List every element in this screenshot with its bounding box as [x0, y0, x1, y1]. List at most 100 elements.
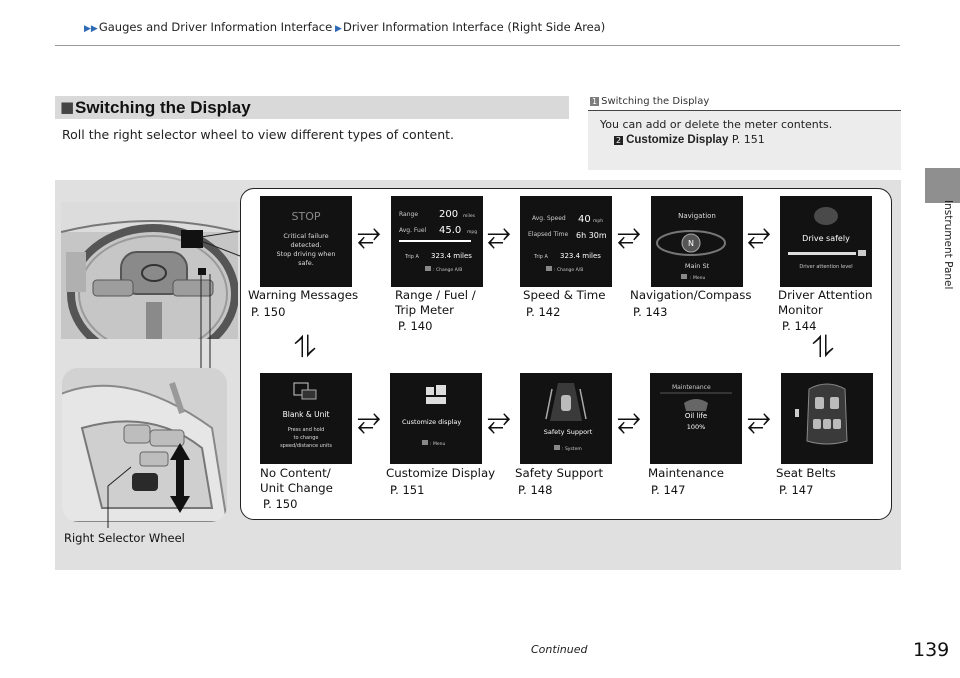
screen-title: Customize display [402, 418, 461, 426]
screen-value: 323.4 miles [431, 252, 472, 260]
screen-text: Main St [685, 262, 710, 270]
screen-value: 200 [439, 209, 458, 220]
screen-title: STOP [292, 210, 321, 223]
screen-unit: mpg [467, 230, 477, 235]
navigation-compass-screen: Navigation N Main St : Menu [651, 196, 743, 287]
screen-label: Seat Belts [776, 466, 836, 480]
screen-text: : System [562, 446, 582, 452]
driver-attention-screen: Drive safely Driver attention level [780, 196, 872, 287]
screen-value: 323.4 miles [560, 252, 601, 260]
range-fuel-screen: Range 200 miles Avg. Fuel 45.0 mpg Trip … [391, 196, 483, 287]
vertical-swap-arrow-icon: ⥮ [294, 330, 316, 365]
page-reference[interactable]: P. 147 [779, 483, 814, 497]
steering-wheel-drawing [61, 202, 238, 339]
page-reference[interactable]: P. 148 [518, 483, 553, 497]
screen-title: Maintenance [672, 384, 711, 391]
swap-arrow-icon: ⥂ [487, 217, 511, 252]
screen-label: Safety Support [515, 466, 604, 480]
chapter-tab [925, 168, 960, 203]
screen-label: Unit Change [260, 481, 333, 495]
page-reference[interactable]: P. 151 [390, 483, 425, 497]
screen-text: to change [293, 435, 318, 441]
selector-wheel-closeup [62, 368, 227, 522]
page-reference[interactable]: P. 142 [526, 305, 561, 319]
screen-text: Trip A [533, 254, 549, 260]
screen-label: Speed & Time [523, 288, 606, 302]
note-link-page: P. 151 [731, 133, 765, 146]
screen-label: Range / Fuel / [395, 288, 476, 302]
screen-label: Navigation/Compass [630, 288, 752, 302]
square-bullet-icon: ■ [60, 98, 75, 116]
screen-label: Monitor [778, 303, 823, 317]
page-reference[interactable]: P. 143 [633, 305, 668, 319]
steering-wheel-illustration [61, 202, 238, 339]
screen-label: Driver Attention [778, 288, 873, 302]
screen-title: Safety Support [544, 428, 593, 436]
swap-arrow-icon: ⥂ [617, 217, 641, 252]
breadcrumb-item[interactable]: Gauges and Driver Information Interface [98, 20, 333, 34]
screen-text: : Change A/B [433, 267, 462, 273]
screen-text: Driver attention level [799, 264, 852, 270]
page-reference[interactable]: P. 150 [263, 497, 298, 511]
screen-text: Oil life [685, 412, 707, 420]
screen-unit: miles [463, 213, 476, 219]
swap-arrow-icon: ⥂ [747, 217, 771, 252]
screen-text: : Menu [430, 441, 445, 447]
screen-label: Maintenance [648, 466, 724, 480]
header-divider [55, 45, 900, 46]
section-heading: ■ Switching the Display [55, 96, 569, 119]
screen-unit: mph [593, 218, 603, 224]
screen-text: Stop driving when [277, 250, 336, 258]
screen-text: Avg. Speed [532, 215, 566, 222]
page-reference[interactable]: P. 144 [782, 319, 817, 333]
breadcrumb: ▶▶Gauges and Driver Information Interfac… [84, 20, 605, 34]
screen-text: Avg. Fuel [399, 227, 427, 234]
page-reference[interactable]: P. 140 [398, 319, 433, 333]
continued-label: Continued [531, 643, 588, 656]
right-selector-wheel-label: Right Selector Wheel [64, 531, 185, 545]
screen-label: Trip Meter [395, 303, 455, 317]
chapter-label: Instrument Panel [942, 200, 954, 290]
compass-letter: N [688, 239, 694, 248]
screen-value: 40 [578, 214, 591, 225]
swap-arrow-icon: ⥂ [357, 217, 381, 252]
screen-value: 6h 30m [576, 231, 607, 240]
steering-spoke-drawing [62, 368, 227, 522]
triangle-icon: ▶▶ [84, 24, 98, 34]
page-reference[interactable]: P. 147 [651, 483, 686, 497]
screen-value: 100% [687, 423, 706, 431]
screen-text: Press and hold [288, 427, 325, 433]
screen-title: Drive safely [802, 234, 850, 243]
screen-label: Warning Messages [248, 288, 359, 302]
screen-text: speed/distance units [280, 443, 332, 449]
screen-value: 45.0 [439, 225, 461, 236]
screen-label: Customize Display [386, 466, 496, 480]
warning-messages-screen: STOP Critical failure detected. Stop dri… [260, 196, 352, 287]
speed-time-screen: Avg. Speed 40 mph Elapsed Time 6h 30m Tr… [520, 196, 612, 287]
screen-text: Critical failure [283, 232, 328, 240]
swap-arrow-icon: ⥂ [617, 402, 641, 437]
swap-arrow-icon: ⥂ [747, 402, 771, 437]
note-number: 1 [590, 97, 600, 106]
section-title: Switching the Display [75, 98, 251, 117]
screen-text: detected. [291, 241, 322, 249]
page-reference[interactable]: P. 150 [251, 305, 286, 319]
maintenance-screen: Maintenance Oil life 100% [650, 373, 742, 464]
note-link-label[interactable]: Customize Display [626, 134, 729, 146]
breadcrumb-item[interactable]: Driver Information Interface (Right Side… [342, 20, 606, 34]
screen-text: : Menu [690, 275, 705, 281]
swap-arrow-icon: ⥂ [357, 402, 381, 437]
triangle-icon: ▶ [332, 24, 342, 34]
screen-text: : Change A/B [554, 267, 583, 273]
page-number: 139 [913, 639, 950, 661]
screen-text: Elapsed Time [528, 231, 568, 238]
screen-text: Range [399, 211, 418, 218]
screen-label: No Content/ [260, 466, 331, 480]
screen-title: Navigation [678, 212, 716, 220]
screen-title: Blank & Unit [283, 410, 330, 419]
vertical-swap-arrow-icon: ⥮ [812, 330, 834, 365]
